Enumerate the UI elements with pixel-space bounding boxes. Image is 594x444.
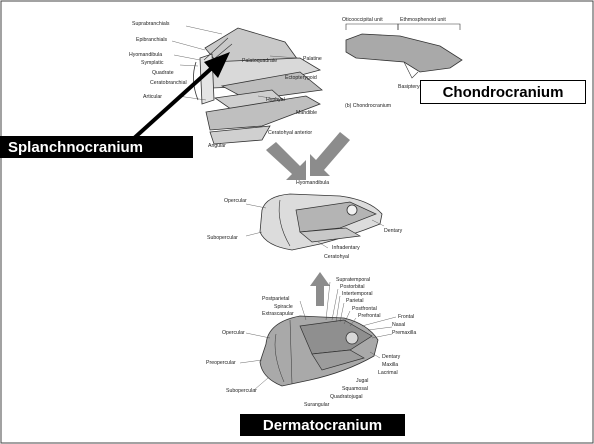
label-squamosal: Squamosal [342, 386, 368, 392]
label-spiracle: Spiracle [274, 304, 293, 310]
dermatocranium-illustration [260, 316, 378, 386]
label-frontal: Frontal [398, 314, 414, 320]
label-quadratojugal: Quadratojugal [330, 394, 363, 400]
label-postparietal: Postparietal [262, 296, 289, 302]
arrow-from-dermatocranium [310, 272, 330, 306]
label-subopercular-bottom: Subopercular [226, 388, 257, 394]
label-jugal: Jugal [356, 378, 368, 384]
label-nasal: Nasal [392, 322, 405, 328]
label-lacrimal: Lacrimal [378, 370, 398, 376]
label-ceratohyal-mid: Ceratohyal [324, 254, 349, 260]
label-hyomandibula-mid: Hyomandibula [296, 180, 329, 186]
label-hyomandibula: Hyomandibula [129, 52, 162, 58]
label-palatoquadrate: Palatoquadrate [242, 58, 277, 64]
label-postfrontal: Postfrontal [352, 306, 377, 312]
label-infradentary: Infradentary [332, 245, 360, 251]
label-hyphyal: Hyphyal [266, 97, 285, 103]
label-ceratohyal-anterior: Ceratohyal anterior [268, 130, 312, 136]
label-premaxilla: Premaxilla [392, 330, 416, 336]
label-ethmosphenoid-unit: Ethmosphenoid unit [400, 17, 446, 23]
label-opercular-mid: Opercular [224, 198, 247, 204]
label-parietal: Parietal [346, 298, 364, 304]
label-angular: Angular [208, 143, 226, 149]
arrow-from-chondrocranium [310, 132, 350, 176]
chondrocranium-caption: (b) Chondrocranium [345, 103, 391, 109]
callout-chondrocranium: Chondrocranium [420, 80, 586, 104]
callout-dermatocranium: Dermatocranium [240, 414, 405, 436]
assembled-skull-illustration [260, 194, 382, 250]
label-dentary-bottom: Dentary [382, 354, 401, 360]
label-prefrontal: Prefrontal [358, 313, 381, 319]
label-symplatic: Symplatic [141, 60, 164, 66]
label-oticooccipital-unit: Oticooccipital unit [342, 17, 383, 23]
label-extrascapular: Extrascapular [262, 311, 294, 317]
label-palatine: Palatine [303, 56, 322, 62]
splanchnocranium-illustration [193, 28, 322, 144]
label-ceratobranchial: Ceratobranchial [150, 80, 187, 86]
label-epibranchials: Epibranchials [136, 37, 168, 43]
label-subopercular-mid: Subopercular [207, 235, 238, 241]
label-suprabranchials: Suprabranchials [132, 21, 170, 27]
label-ectopterygoid: Ectopterygoid [285, 75, 317, 81]
label-preopercular: Preopercular [206, 360, 236, 366]
label-supratemporal: Supratemporal [336, 277, 370, 283]
arrow-from-splanchnocranium [266, 142, 306, 180]
label-postorbital: Postorbital [340, 284, 365, 290]
label-quadrate: Quadrate [152, 70, 174, 76]
label-intertemporal: Intertemporal [342, 291, 373, 297]
label-articular: Articular [143, 94, 162, 100]
label-surangular: Surangular [304, 402, 330, 408]
callout-splanchnocranium: Splanchnocranium [0, 136, 193, 158]
label-maxilla: Maxilla [382, 362, 398, 368]
label-mandible: Mandible [296, 110, 317, 116]
chondrocranium-illustration [346, 24, 462, 78]
label-dentary-mid: Dentary [384, 228, 403, 234]
label-opercular-bottom: Opercular [222, 330, 245, 336]
